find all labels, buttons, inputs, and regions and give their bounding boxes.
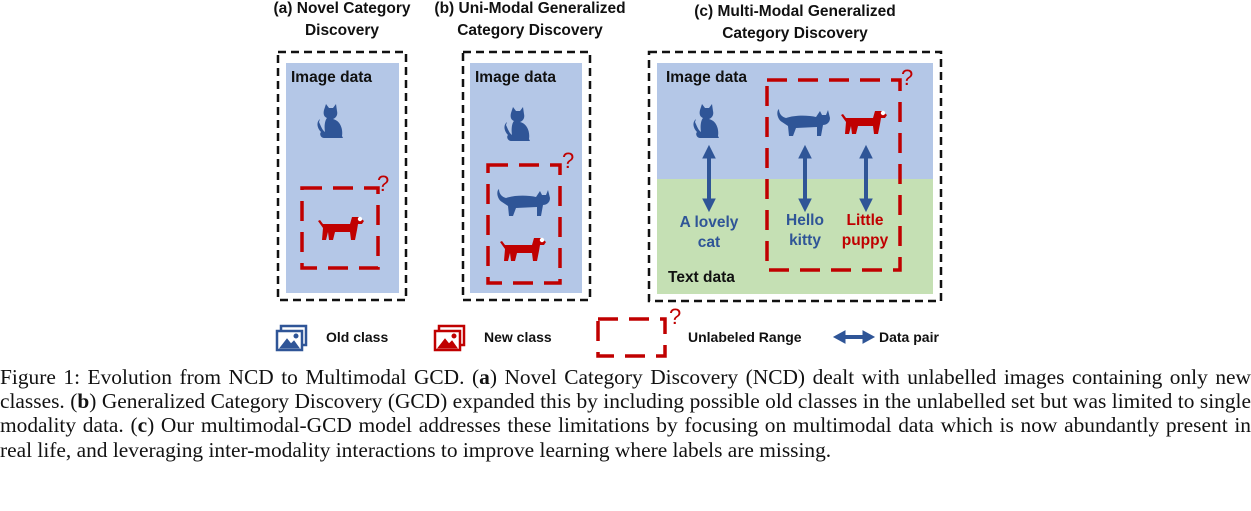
caption-letter-b: b <box>77 389 90 414</box>
caption-text-b: ) Generalized Category Discovery (GCD) e… <box>0 389 1251 438</box>
panel-c-title: (c) Multi-Modal Generalized Category Dis… <box>680 1 910 45</box>
text-cat-line1: A lovely <box>679 214 739 231</box>
text-hello-kitty: Hello kitty <box>775 211 835 251</box>
caption-text-c: ) Our multimodal-GCD model addresses the… <box>0 413 1251 462</box>
question-mark-icon: ? <box>377 171 390 196</box>
text-kitty-line2: kitty <box>789 232 821 249</box>
panel-b-image-label: Image data <box>475 69 556 86</box>
legend-data-pair: Data pair <box>879 329 939 345</box>
new-class-images-icon <box>433 324 466 352</box>
panel-a-frame <box>276 50 408 302</box>
double-arrow-icon <box>798 144 812 213</box>
unlabeled-range-c <box>765 78 902 272</box>
caption-paragraph: Figure 1: Evolution from NCD to Multimod… <box>0 365 1251 462</box>
text-cat-line2: cat <box>697 234 721 251</box>
panel-c-image-label: Image data <box>666 69 747 86</box>
panel-b-title: (b) Uni-Modal Generalized Category Disco… <box>422 0 638 42</box>
double-arrow-icon <box>859 144 873 213</box>
caption-figure-label: Figure 1: <box>0 365 81 389</box>
question-mark-icon: ? <box>669 304 682 329</box>
unlabeled-range-legend <box>596 317 667 358</box>
panel-c-text-label: Text data <box>668 269 735 286</box>
text-kitty-line1: Hello <box>786 212 824 229</box>
text-puppy-line2: puppy <box>841 232 889 249</box>
caption-text-a: ) Novel Category Discovery (NCD) dealt w… <box>0 365 1251 414</box>
panel-b-title-line1: (b) Uni-Modal Generalized <box>434 0 626 17</box>
question-mark-icon: ? <box>562 148 575 173</box>
legend-new-class: New class <box>484 329 552 345</box>
figure-graphics <box>275 50 943 358</box>
panel-a-image-label: Image data <box>291 69 372 86</box>
panel-c-frame <box>647 50 943 303</box>
panel-c-title-line2: Category Discovery <box>722 25 868 42</box>
unlabeled-range-b <box>486 163 562 285</box>
figure-caption: Figure 1: Evolution from NCD to Multimod… <box>0 365 1251 511</box>
panel-b-frame <box>461 50 592 302</box>
text-little-puppy: Little puppy <box>834 211 896 251</box>
caption-letter-c: c <box>137 413 148 438</box>
panel-b-title-line2: Category Discovery <box>457 22 603 39</box>
legend-old-class: Old class <box>326 329 389 345</box>
old-class-images-icon <box>275 324 308 352</box>
caption-letter-a: a <box>479 365 490 389</box>
panel-a-title: (a) Novel Category Discovery <box>262 0 422 42</box>
text-a-lovely-cat: A lovely cat <box>666 213 752 253</box>
panel-a-title-line1: (a) Novel Category <box>273 0 411 17</box>
question-mark-icon: ? <box>901 65 914 90</box>
text-puppy-line1: Little <box>846 212 884 229</box>
figure: (a) Novel Category Discovery (b) Uni-Mod… <box>262 0 943 358</box>
panel-a-title-line2: Discovery <box>304 22 380 39</box>
panel-c-text-bg <box>657 179 933 294</box>
panel-c-title-line1: (c) Multi-Modal Generalized <box>694 3 896 20</box>
panel-a-image-bg <box>286 63 399 293</box>
double-arrow-icon <box>702 144 716 213</box>
double-arrow-icon <box>832 330 876 344</box>
legend-unlabeled-range: Unlabeled Range <box>688 329 802 345</box>
unlabeled-range-a <box>300 186 380 270</box>
caption-intro: Evolution from NCD to Multimodal GCD. ( <box>87 365 480 389</box>
